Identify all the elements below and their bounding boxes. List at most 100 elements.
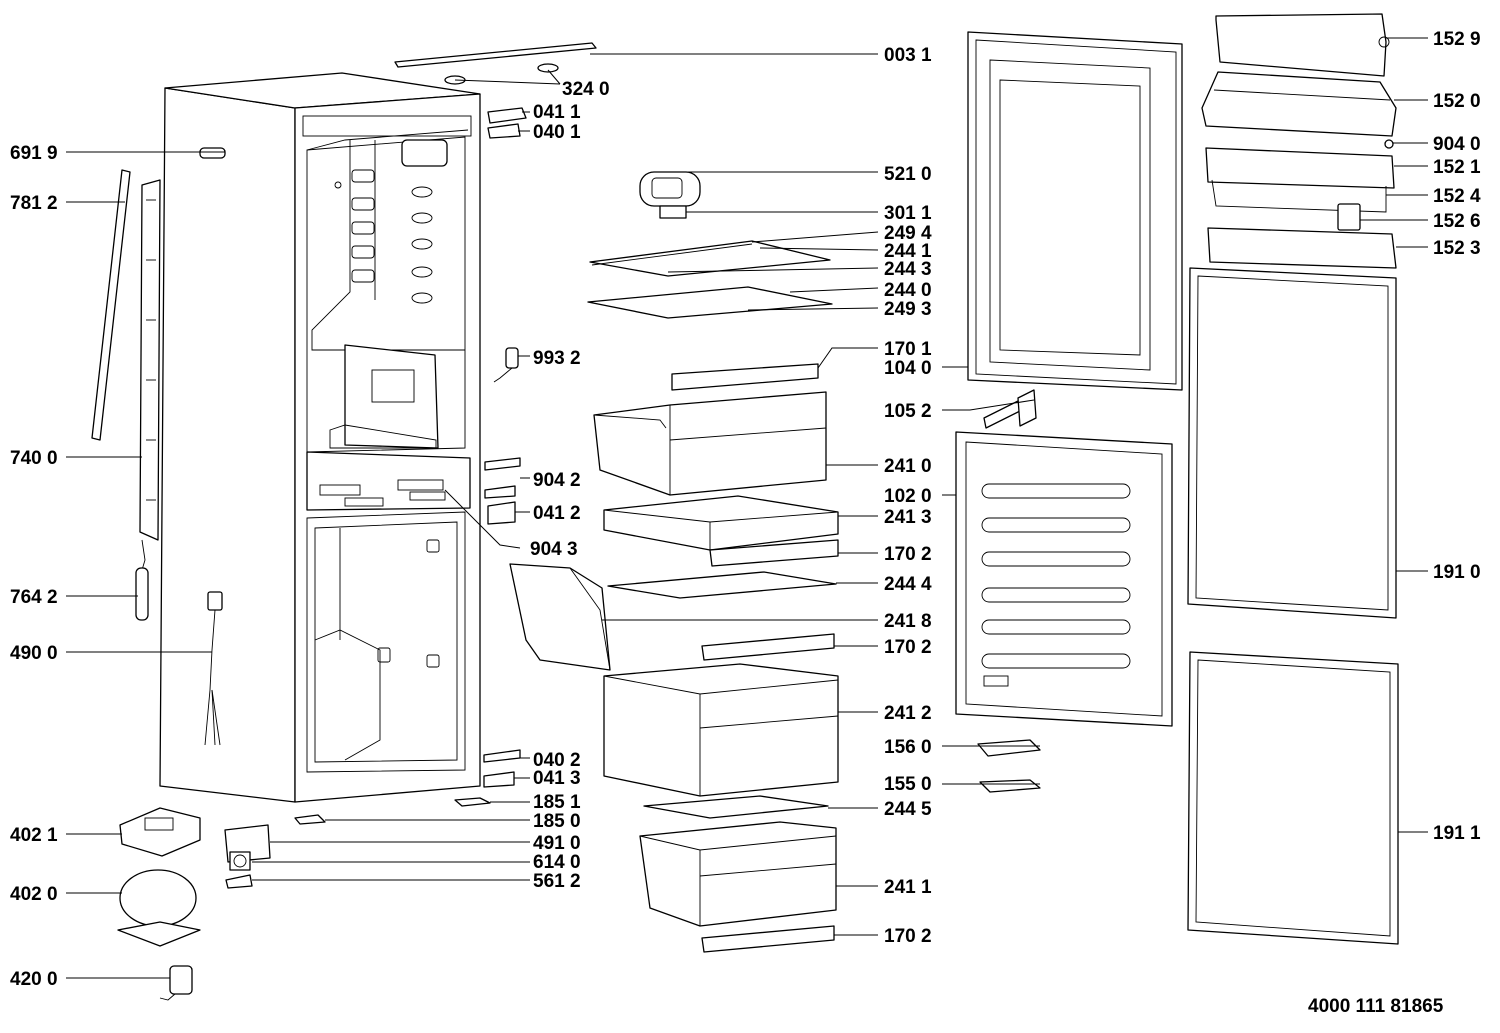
middle-hinges: [484, 457, 521, 525]
cabinet-body: [159, 72, 481, 803]
part-label: 102 0: [884, 486, 932, 507]
part-label: 301 1: [884, 203, 932, 224]
part-label: 241 0: [884, 456, 932, 477]
part-label: 244 3: [884, 259, 932, 280]
part-label: 155 0: [884, 774, 932, 795]
part-label: 904 2: [533, 470, 581, 491]
part-label: 152 3: [1433, 238, 1481, 259]
hinge-part-1052: [983, 389, 1037, 429]
strip-part-1702a: [709, 539, 839, 567]
glass-2444: [607, 571, 837, 599]
feet: [294, 797, 491, 825]
part-label: 244 0: [884, 280, 932, 301]
part-label: 003 1: [884, 45, 932, 66]
part-label: 041 1: [533, 102, 581, 123]
rod-part: [91, 169, 131, 441]
part-label: 041 2: [533, 503, 581, 524]
bin-2418: [509, 563, 611, 671]
strip-part-1701: [671, 363, 819, 391]
part-label: 241 2: [884, 703, 932, 724]
small-part-9040: [1384, 139, 1394, 149]
part-label: 104 0: [884, 358, 932, 379]
glass-shelf-upper: [589, 240, 831, 277]
glass-shelf-lower: [587, 286, 833, 319]
part-label: 614 0: [533, 852, 581, 873]
part-number-labels: 003 1 324 0 041 1 040 1 691 9 781 2 740 …: [10, 29, 1481, 990]
compressor-cover-part: [119, 807, 201, 857]
part-label: 170 2: [884, 544, 932, 565]
part-label: 740 0: [10, 448, 58, 469]
lid-part-1529: [1215, 13, 1390, 77]
part-label: 561 2: [533, 871, 581, 892]
glass-2445: [643, 795, 829, 819]
part-label: 152 9: [1433, 29, 1481, 50]
pin-part: [199, 147, 226, 159]
drawer-2410: [593, 391, 827, 496]
part-label: 244 1: [884, 241, 932, 262]
part-label: 781 2: [10, 193, 58, 214]
upper-door-liner-1040: [967, 31, 1183, 391]
rail-part-1524: [1211, 179, 1387, 213]
upper-hinges: [487, 107, 527, 139]
strip-part-1702c: [701, 925, 835, 953]
drawer-2412: [603, 663, 839, 797]
part-label: 904 0: [1433, 134, 1481, 155]
condenser-part: [139, 179, 161, 571]
part-label: 993 2: [533, 348, 581, 369]
part-label: 170 2: [884, 637, 932, 658]
drawer-2411: [639, 821, 837, 927]
part-label: 152 1: [1433, 157, 1481, 178]
part-label: 521 0: [884, 164, 932, 185]
document-number: 4000 111 81865: [1308, 996, 1444, 1017]
part-label: 904 3: [530, 539, 578, 560]
balcony-part-1521: [1205, 147, 1395, 189]
part-label: 402 0: [10, 884, 58, 905]
compressor-part: [117, 869, 201, 947]
part-label: 241 1: [884, 877, 932, 898]
gasket-part-1911: [1187, 651, 1399, 945]
part-label: 041 3: [533, 768, 581, 789]
compartment-part-1520: [1201, 71, 1397, 137]
drier-part: [135, 567, 149, 621]
drawer-2413: [603, 495, 839, 551]
part-label: 105 2: [884, 401, 932, 422]
part-label: 691 9: [10, 143, 58, 164]
part-label: 170 2: [884, 926, 932, 947]
ice-trays: [977, 739, 1041, 793]
relay-parts: [224, 824, 271, 889]
balcony-part-1523: [1207, 227, 1397, 269]
light-unit-part: [639, 171, 701, 219]
part-label: 249 4: [884, 223, 932, 244]
capacitor-part: [159, 965, 193, 1001]
part-label: 040 2: [533, 750, 581, 771]
clip-part-1526: [1337, 203, 1361, 231]
part-label: 241 3: [884, 507, 932, 528]
part-label: 191 1: [1433, 823, 1481, 844]
part-label: 152 0: [1433, 91, 1481, 112]
part-label: 185 0: [533, 811, 581, 832]
part-label: 764 2: [10, 587, 58, 608]
lower-door-liner-1020: [955, 431, 1173, 727]
part-label: 156 0: [884, 737, 932, 758]
part-label: 324 0: [562, 79, 610, 100]
part-label: 170 1: [884, 339, 932, 360]
part-label: 490 0: [10, 643, 58, 664]
part-label: 152 4: [1433, 186, 1481, 207]
power-cord-part: [204, 591, 223, 746]
gasket-part-1910: [1187, 267, 1397, 619]
part-label: 152 6: [1433, 211, 1481, 232]
part-label: 244 4: [884, 574, 932, 595]
strip-part-1702b: [701, 633, 835, 661]
leader-lines: [66, 37, 1428, 979]
part-label: 420 0: [10, 969, 58, 990]
lower-hinges: [483, 749, 521, 788]
part-label: 185 1: [533, 792, 581, 813]
part-label: 249 3: [884, 299, 932, 320]
top-cover-part: [394, 42, 597, 85]
part-label: 402 1: [10, 825, 58, 846]
part-label: 040 1: [533, 122, 581, 143]
part-label: 491 0: [533, 833, 581, 854]
sensor-part: [493, 347, 519, 383]
part-label: 191 0: [1433, 562, 1481, 583]
